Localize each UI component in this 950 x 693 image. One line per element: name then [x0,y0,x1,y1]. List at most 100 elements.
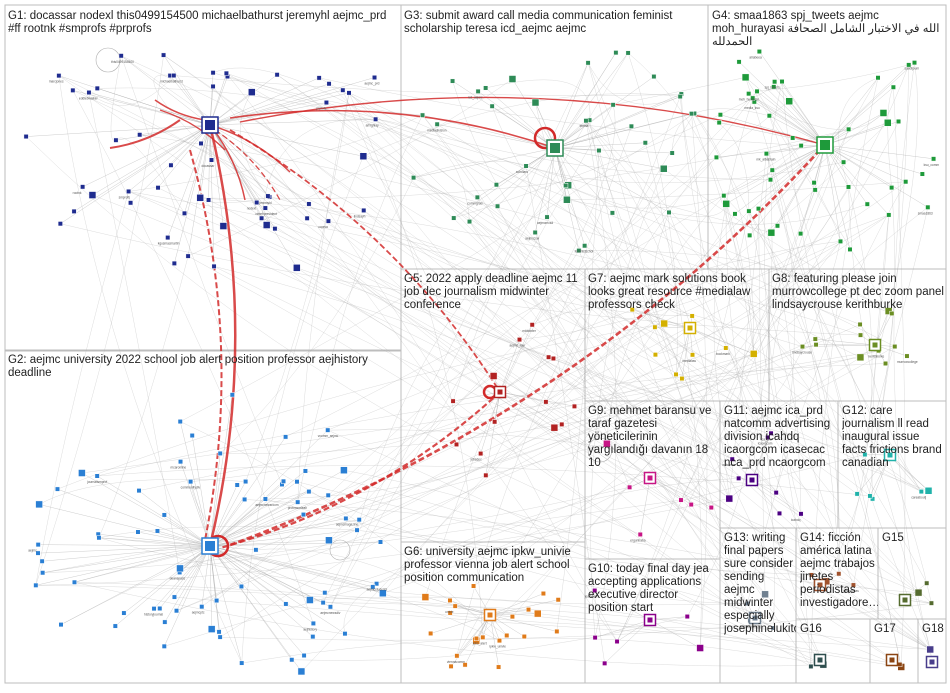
node[interactable] [136,530,141,535]
node[interactable] [709,505,714,510]
node[interactable] [172,595,177,600]
node[interactable] [177,565,184,572]
node[interactable] [263,222,270,229]
node[interactable] [301,512,306,517]
node[interactable] [467,219,472,224]
node[interactable] [113,624,118,629]
node[interactable] [324,100,329,105]
node[interactable] [812,180,817,185]
node[interactable] [714,155,719,160]
node[interactable] [927,646,934,653]
node[interactable] [197,194,204,201]
node[interactable] [295,500,300,505]
node[interactable] [230,393,235,398]
node[interactable] [680,376,685,381]
node[interactable] [293,264,300,271]
node[interactable] [454,442,459,447]
node[interactable] [317,76,322,81]
node[interactable] [347,91,352,96]
node[interactable] [162,513,167,518]
node[interactable] [504,633,509,638]
node[interactable] [341,88,346,93]
node[interactable] [40,570,45,575]
node[interactable] [929,601,934,606]
node[interactable] [218,451,223,456]
node[interactable] [723,200,730,207]
node[interactable] [733,212,738,217]
node[interactable] [254,200,259,205]
node[interactable] [475,195,480,200]
node[interactable] [627,485,632,490]
node[interactable] [254,548,259,553]
node[interactable] [652,74,657,79]
node[interactable] [435,122,440,127]
node[interactable] [678,94,683,99]
node[interactable] [188,479,193,484]
node[interactable] [311,634,316,639]
node[interactable] [298,668,305,675]
node[interactable] [55,487,60,492]
node[interactable] [243,479,248,484]
node[interactable] [919,489,924,494]
node[interactable] [152,606,157,611]
node[interactable] [266,194,271,199]
node[interactable] [186,254,191,259]
node[interactable] [532,99,539,106]
node[interactable] [155,529,160,534]
node[interactable] [615,639,620,644]
node[interactable] [190,433,195,438]
node[interactable] [526,607,531,612]
node[interactable] [551,424,558,431]
node[interactable] [344,516,349,521]
node[interactable] [551,356,556,361]
node[interactable] [757,49,762,54]
node[interactable] [490,373,497,380]
node[interactable] [889,185,894,190]
node[interactable] [305,216,310,221]
node[interactable] [690,353,695,358]
node[interactable] [209,158,214,163]
node[interactable] [777,511,782,515]
node[interactable] [95,86,100,91]
node[interactable] [361,208,366,213]
node[interactable] [522,634,527,639]
node[interactable] [239,661,244,666]
node[interactable] [328,605,333,610]
node[interactable] [206,198,211,203]
node[interactable] [476,89,481,94]
node[interactable] [34,583,39,588]
node[interactable] [772,79,777,84]
node[interactable] [586,61,591,65]
node[interactable] [372,75,377,80]
node[interactable] [95,474,100,479]
node[interactable] [174,608,179,613]
node[interactable] [478,451,483,456]
node[interactable] [306,597,313,604]
node[interactable] [813,337,818,342]
node[interactable] [846,127,851,131]
node[interactable] [199,141,204,146]
node[interactable] [670,151,675,156]
node[interactable] [212,264,217,269]
node[interactable] [451,399,456,404]
node[interactable] [449,664,454,669]
node[interactable] [584,118,589,123]
node[interactable] [868,494,873,499]
node[interactable] [163,620,168,625]
node[interactable] [855,492,860,497]
node[interactable] [126,189,131,194]
node[interactable] [722,193,727,198]
node[interactable] [638,532,643,537]
node[interactable] [774,490,779,495]
node[interactable] [876,75,881,80]
node[interactable] [643,141,648,146]
node[interactable] [474,636,479,641]
node[interactable] [263,206,268,211]
node[interactable] [593,635,598,640]
node[interactable] [158,606,163,611]
node[interactable] [545,215,550,220]
node[interactable] [357,517,362,522]
node[interactable] [689,502,694,507]
node[interactable] [544,400,549,405]
node[interactable] [925,487,932,494]
